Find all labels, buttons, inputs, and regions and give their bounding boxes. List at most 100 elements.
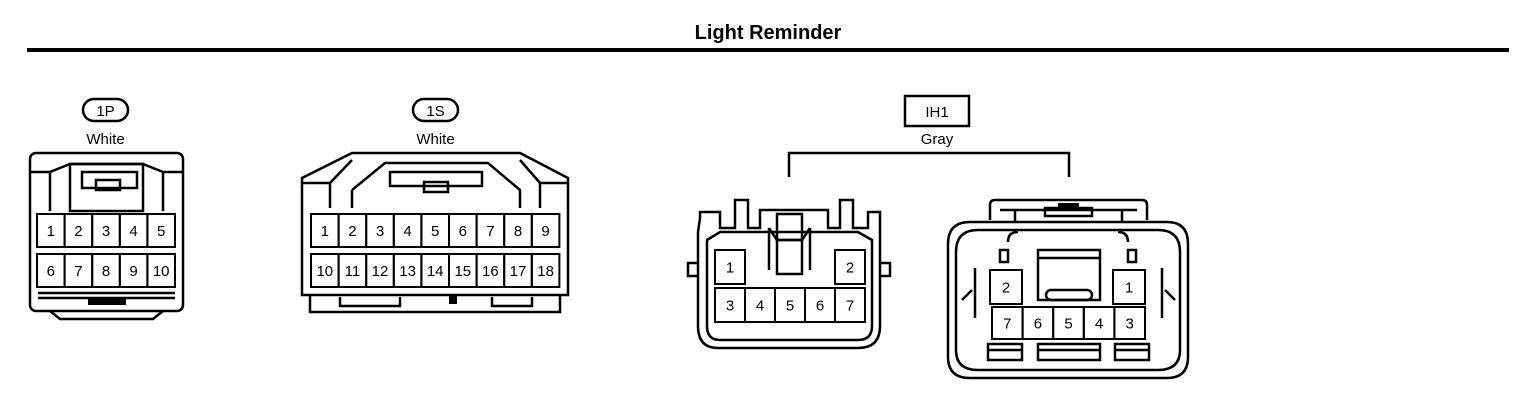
connector-1p-pin-3: 3 (102, 223, 110, 240)
connector-ih1-male-pin-4: 4 (756, 298, 764, 315)
connector-1p-id: 1P (96, 103, 114, 120)
connector-ih1-female-inner (954, 228, 1182, 372)
connector-1s-pin-18-cell (530, 253, 561, 288)
connector-ih1-male-inner (705, 230, 874, 342)
connector-ih1-female-pin-2: 2 (1002, 280, 1010, 297)
connector-1p-housing (28, 151, 185, 313)
connector-1s-pin-11: 11 (345, 263, 361, 280)
connector-1s-pin-14: 14 (427, 263, 444, 280)
connector-1p-pin-7: 7 (74, 263, 82, 280)
connector-ih1-male-pin-1: 1 (726, 260, 734, 277)
connector-1p-pin-5-cell (146, 213, 176, 248)
connector-ih1-bracket (787, 151, 1071, 177)
connector-1p-pin-8: 8 (102, 263, 110, 280)
connector-ih1-male-latch-body (775, 238, 804, 276)
connector-1p-pin-grid: 1 2 3 4 5 6 7 8 9 10 (36, 213, 176, 288)
connector-1p-pin-4: 4 (129, 223, 137, 240)
connector-1p-latch (80, 170, 139, 190)
connector-1s-pin-16: 16 (482, 263, 499, 280)
connector-ih1-female-pin-1: 1 (1125, 280, 1133, 297)
connector-1s-pin-3: 3 (376, 223, 384, 240)
connector-1s-housing (300, 151, 570, 297)
connector-ih1-female-pin-3-cell (1113, 306, 1147, 340)
connector-1p-pin-10: 10 (153, 263, 170, 280)
connector-ih1-female-pin-5: 5 (1064, 316, 1072, 333)
connector-1s-pin-9-cell (530, 213, 561, 248)
connector-1s-pin-7: 7 (486, 223, 494, 240)
connector-ih1-female-key-mark (1058, 203, 1079, 209)
connector-1p-side-ribs (30, 170, 183, 211)
connector-1s-latch-tab (422, 180, 450, 194)
connector-1s-latch-frame (350, 161, 522, 208)
connector-1p-color: White (86, 131, 124, 148)
connector-ih1-female-side-notches (961, 289, 1176, 301)
connector-ih1-female-bottom-center (1036, 342, 1102, 362)
connector-ih1-female-pin-2-cell (989, 269, 1023, 305)
connector-1p: 1P White 1 2 3 4 5 6 7 8 9 10 (28, 97, 185, 321)
connector-1p-tag-oval (81, 97, 130, 123)
connector-1s-color: White (416, 131, 454, 148)
connector-1p-key (88, 297, 126, 305)
connector-ih1-tag-box (903, 94, 971, 128)
connector-1s-id: 1S (426, 103, 444, 120)
connector-ih1-male-pin-2: 2 (846, 260, 854, 277)
connector-ih1-female-bottom-left (986, 342, 1024, 362)
connector-ih1-female-pin-4: 4 (1095, 316, 1103, 333)
connector-1s-pin-2: 2 (348, 223, 356, 240)
connector-1s-pin-9: 9 (541, 223, 549, 240)
connector-ih1-male-pin-3: 3 (726, 298, 734, 315)
connector-ih1-female-pin-6: 6 (1034, 316, 1042, 333)
connector-ih1-female-pin-1-cell (1112, 269, 1146, 305)
connector-1s-pin-8: 8 (514, 223, 522, 240)
connector-ih1-male-pin-1-cell (714, 249, 746, 285)
connector-ih1-male-pin-2-cell (834, 249, 866, 285)
connector-ih1-color: Gray (921, 131, 954, 148)
connector-ih1-female-top-lines (1000, 208, 1137, 222)
connector-ih1-female-center-slot (1044, 288, 1094, 302)
connector-1s-pin-18: 18 (537, 263, 554, 280)
connector-1p-pin-6: 6 (47, 263, 55, 280)
connector-ih1-female-pin-3: 3 (1126, 316, 1134, 333)
connector-1s-pin-5: 5 (431, 223, 439, 240)
connector-ih1-female-side-ribs (973, 268, 1164, 318)
connector-1s-shoulders (329, 159, 541, 184)
connector-1p-pin-10-cell (146, 253, 176, 288)
connector-ih1-male-side-tabs (686, 261, 892, 278)
connector-1s-pin-12: 12 (372, 263, 389, 280)
connector-ih1-male-housing (696, 198, 882, 350)
connector-ih1: IH1 Gray 1 2 3 4 5 6 7 (686, 94, 1190, 380)
connector-1s-pin-10: 10 (316, 263, 333, 280)
connector-1s-bottom-skirt (308, 295, 562, 314)
connector-1s-latch (388, 170, 484, 188)
diagram-title: Light Reminder (694, 22, 842, 44)
connector-1p-pin-2: 2 (74, 223, 82, 240)
connector-1p-bottom-skirt (49, 310, 164, 321)
connector-ih1-female-housing (946, 220, 1190, 380)
connector-1s-pin-15: 15 (454, 263, 471, 280)
connector-1p-pin-9: 9 (129, 263, 137, 280)
connector-ih1-id: IH1 (925, 104, 948, 121)
connector-1s-pin-13: 13 (399, 263, 416, 280)
connector-ih1-male-pin-7: 7 (846, 298, 854, 315)
connector-1s-pin-4: 4 (403, 223, 411, 240)
connector-1s-pin-17: 17 (510, 263, 527, 280)
connector-ih1-female-top (988, 198, 1149, 220)
connector-ih1-female-bottom-right (1113, 342, 1151, 362)
connector-ih1-female-corner-arcs (1006, 230, 1130, 243)
connector-1p-pin-1: 1 (47, 223, 55, 240)
connector-1s-key (449, 296, 457, 304)
connector-1p-pin-5: 5 (157, 223, 165, 240)
title-rule (27, 48, 1509, 52)
connector-1s-tag-oval (411, 97, 460, 123)
connector-ih1-female-key (1043, 206, 1094, 218)
connector-ih1-male-pin-7-cell (834, 287, 866, 323)
connector-ih1-male-latch (775, 212, 804, 242)
connector-ih1-male-latch-arms (767, 227, 812, 270)
connector-1p-latch-tab (94, 178, 122, 192)
